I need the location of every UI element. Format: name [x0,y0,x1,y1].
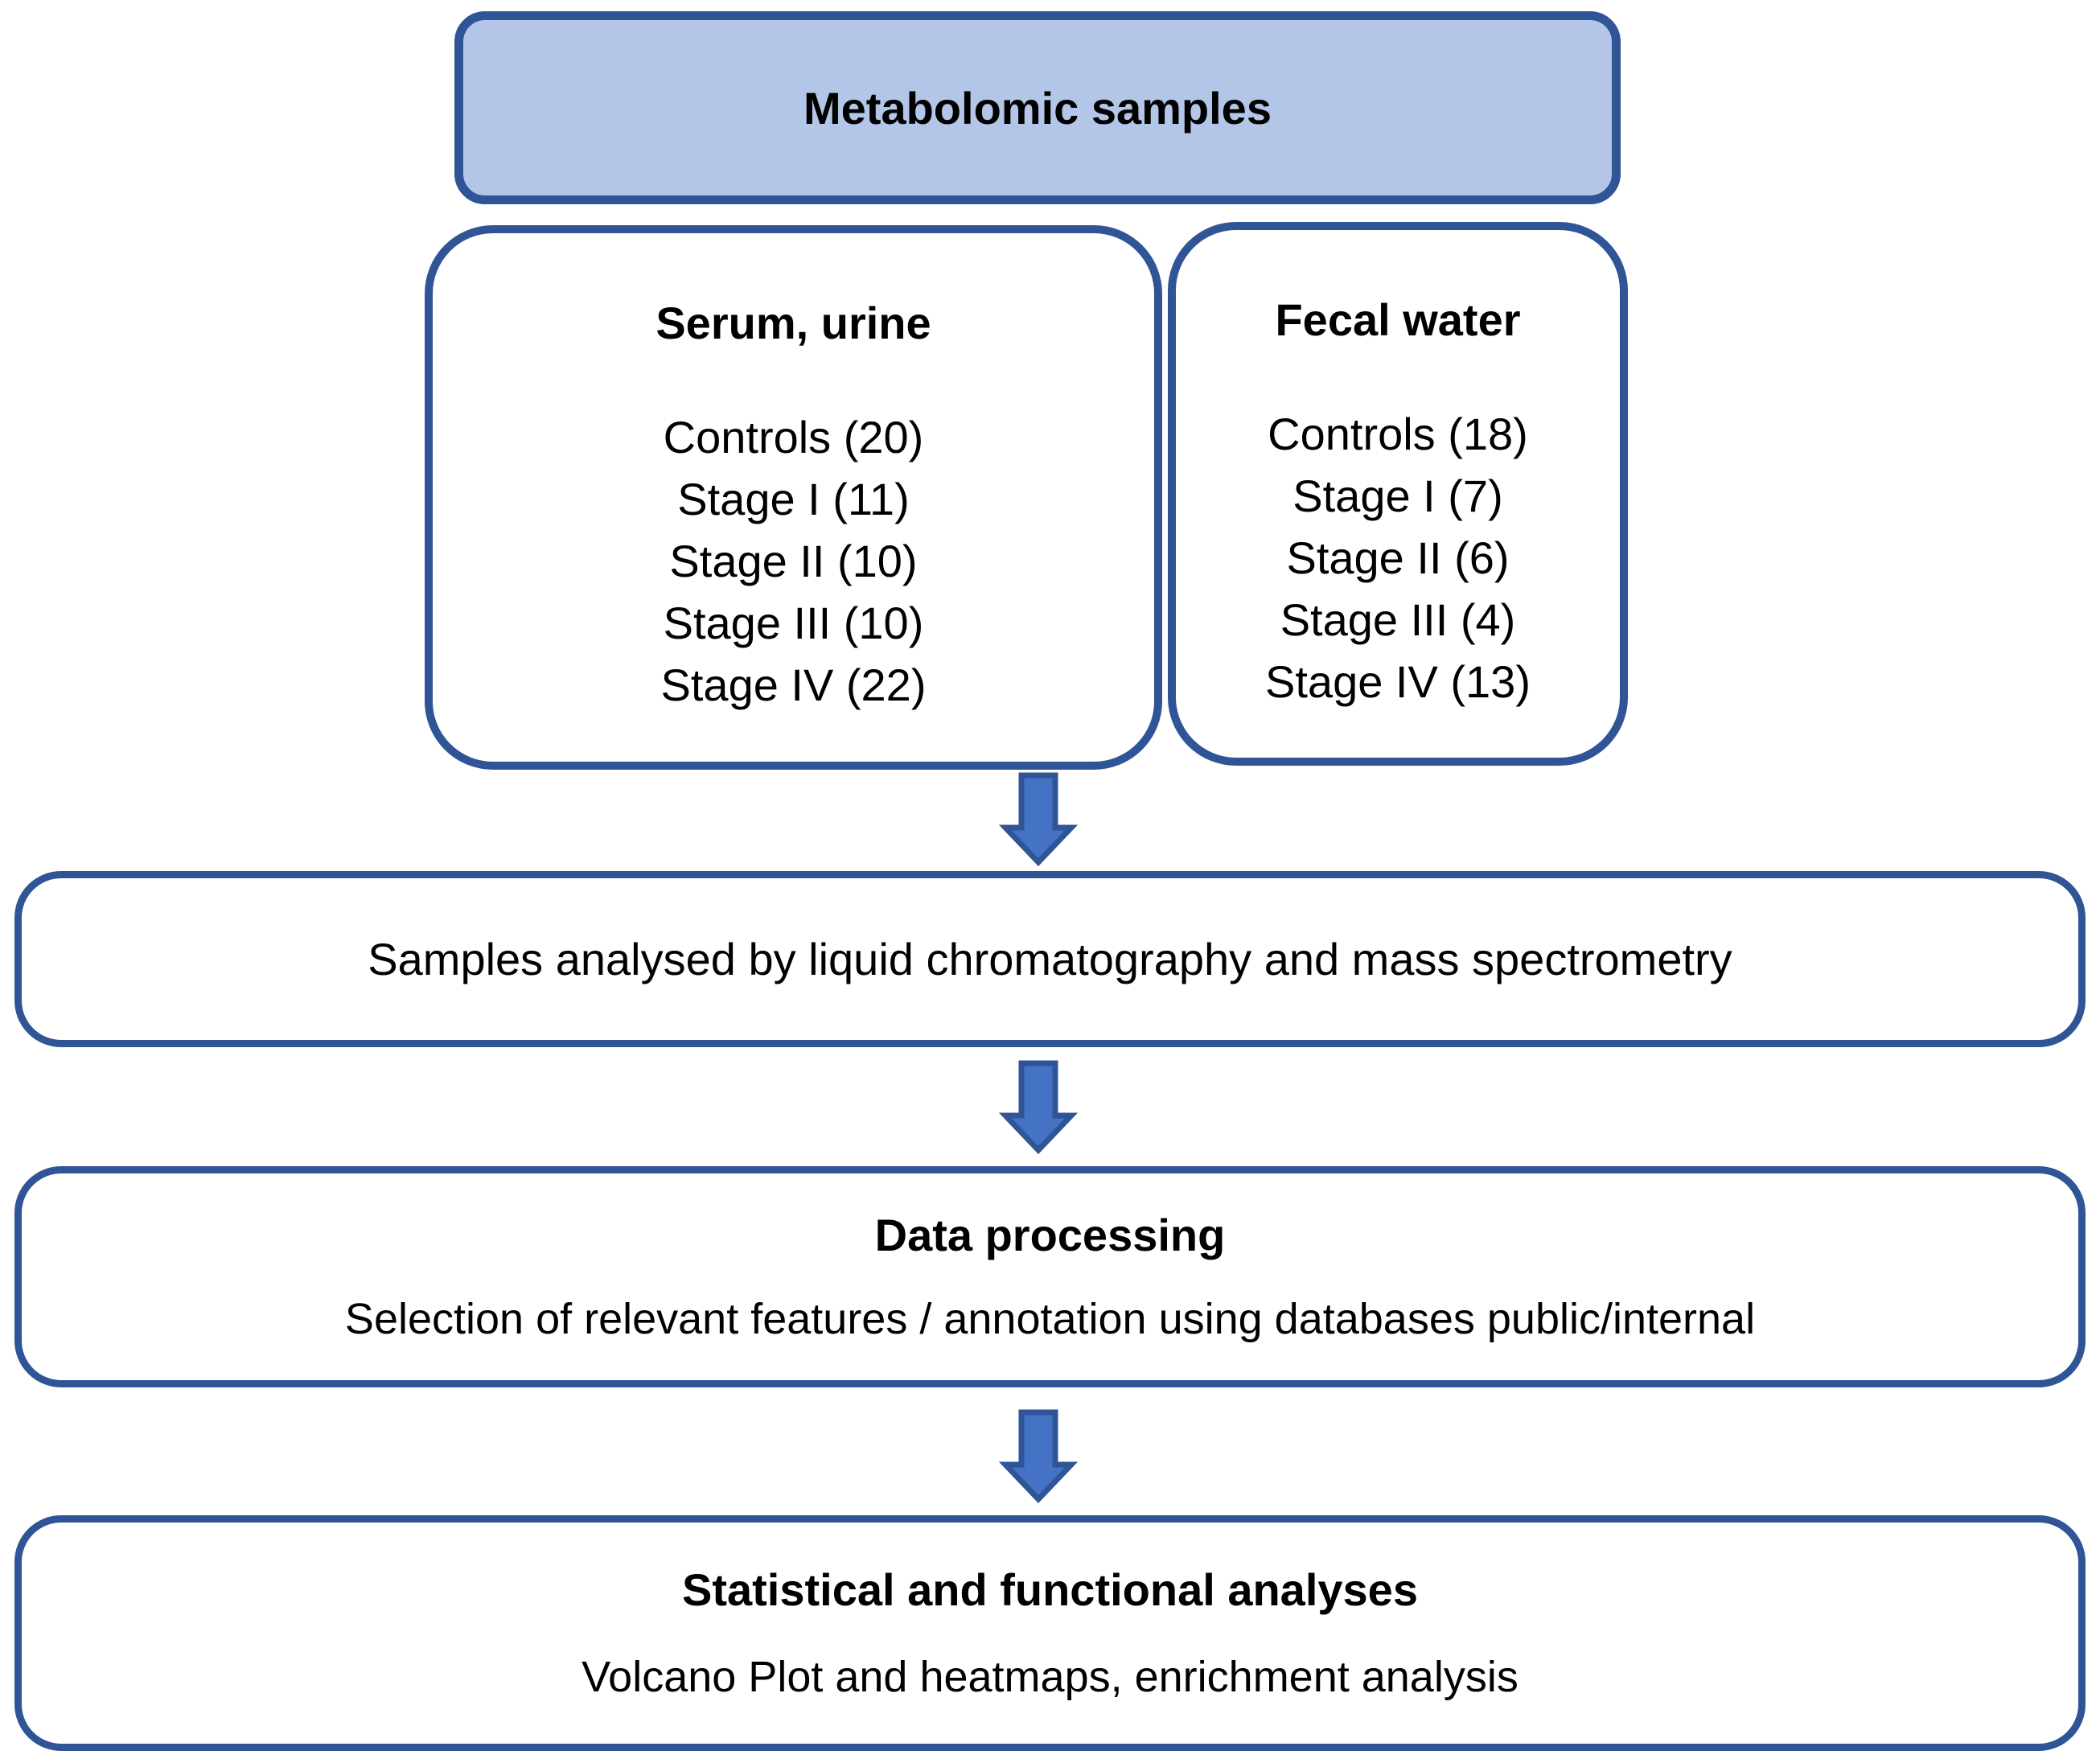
serum-urine-list: Controls (20) Stage I (11) Stage II (10)… [433,406,1154,716]
list-item: Stage III (10) [663,598,924,648]
list-item: Stage I (11) [677,474,910,524]
metabolomic-samples-box: Metabolomic samples [454,11,1621,204]
statistical-analyses-heading: Statistical and functional analyses [682,1564,1418,1615]
statistical-analyses-box: Statistical and functional analyses Volc… [14,1515,2086,1751]
down-arrow-icon [999,1409,1078,1503]
down-arrow-icon [999,1060,1078,1154]
list-item: Stage III (4) [1280,594,1516,645]
list-item: Controls (18) [1268,409,1528,459]
data-processing-text: Selection of relevant features / annotat… [344,1294,1756,1343]
serum-urine-title: Serum, urine [655,298,931,348]
down-arrow-icon [999,772,1078,866]
data-processing-box: Data processing Selection of relevant fe… [14,1166,2086,1387]
list-item: Stage IV (22) [660,660,927,710]
data-processing-heading: Data processing [874,1209,1226,1260]
list-item: Stage I (7) [1292,471,1503,521]
fecal-water-title: Fecal water [1275,294,1521,345]
metabolomic-samples-label: Metabolomic samples [803,82,1272,134]
list-item: Stage II (6) [1286,532,1510,583]
fecal-water-box: Fecal water Controls (18) Stage I (7) St… [1168,222,1628,766]
statistical-analyses-text: Volcano Plot and heatmaps, enrichment an… [582,1652,1518,1701]
list-item: Stage IV (13) [1265,656,1531,707]
serum-urine-box: Serum, urine Controls (20) Stage I (11) … [425,225,1162,770]
list-item: Stage II (10) [669,536,918,586]
fecal-water-list: Controls (18) Stage I (7) Stage II (6) S… [1176,403,1620,713]
lcms-analysis-box: Samples analysed by liquid chromatograph… [14,871,2086,1047]
list-item: Controls (20) [663,412,924,462]
lcms-analysis-text: Samples analysed by liquid chromatograph… [368,933,1732,984]
